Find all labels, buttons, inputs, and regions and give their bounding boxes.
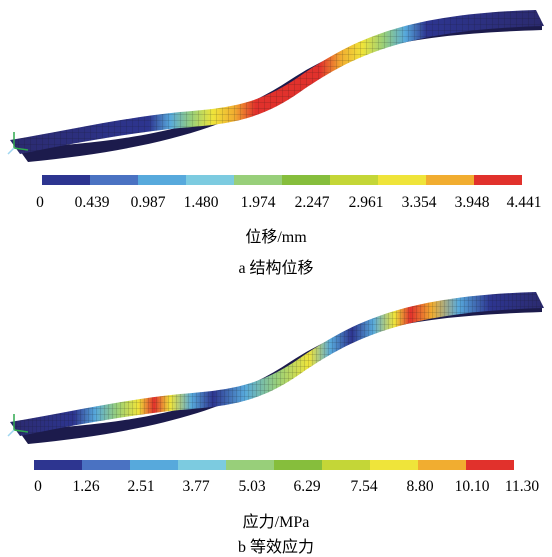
tick-label: 3.948: [454, 194, 490, 211]
panel-displacement: 0 0.439 0.987 1.480 1.974 2.247 2.961 3.…: [0, 10, 552, 277]
scale-swatch: [274, 460, 322, 470]
tick-label: 2.247: [294, 194, 330, 211]
scale-swatch: [82, 460, 130, 470]
tick-label: 6.29: [293, 478, 321, 495]
tick-label: 8.80: [406, 478, 434, 495]
tick-label: 3.354: [401, 194, 437, 211]
scale-swatch: [178, 460, 226, 470]
tick-label: 11.30: [504, 478, 540, 495]
scale-swatch: [370, 460, 418, 470]
panel-stress: 0 1.26 2.51 3.77 5.03 6.29 7.54 8.80 10.…: [0, 282, 552, 556]
scale-swatch: [42, 175, 90, 185]
tick-label: 1.480: [183, 194, 219, 211]
tick-label: 0.439: [74, 194, 110, 211]
stress-tick-labels: 0 1.26 2.51 3.77 5.03 6.29 7.54 8.80 10.…: [0, 478, 552, 498]
stress-color-scale: [34, 460, 514, 470]
stress-contour-model: [7, 292, 544, 444]
tick-label: 0.987: [130, 194, 166, 211]
tick-label: 0: [34, 478, 42, 495]
tick-label: 2.51: [127, 478, 155, 495]
tick-label: 0: [36, 194, 44, 211]
tick-label: 2.961: [348, 194, 384, 211]
tick-label: 4.441: [506, 194, 542, 211]
displacement-tick-labels: 0 0.439 0.987 1.480 1.974 2.247 2.961 3.…: [0, 194, 552, 214]
scale-swatch: [90, 175, 138, 185]
displacement-unit-label: 位移/mm: [245, 229, 307, 246]
scale-swatch: [282, 175, 330, 185]
scale-swatch: [418, 460, 466, 470]
scale-swatch: [138, 175, 186, 185]
scale-swatch: [226, 460, 274, 470]
scale-swatch: [426, 175, 474, 185]
tick-label: 1.974: [240, 194, 276, 211]
tick-label: 7.54: [350, 478, 378, 495]
scale-swatch: [234, 175, 282, 185]
caption-b: b 等效应力: [237, 539, 314, 556]
tick-label: 1.26: [72, 478, 100, 495]
displacement-color-scale: [42, 175, 522, 185]
displacement-contour-model: [7, 10, 544, 162]
caption-a: a 结构位移: [238, 260, 314, 277]
scale-swatch: [474, 175, 522, 185]
tick-label: 3.77: [182, 478, 210, 495]
scale-swatch: [34, 460, 82, 470]
axis-triad-icon: [7, 414, 29, 437]
stress-unit-label: 应力/MPa: [242, 514, 310, 531]
tick-label: 5.03: [238, 478, 266, 495]
scale-swatch: [130, 460, 178, 470]
scale-swatch: [466, 460, 514, 470]
tick-label: 10.10: [454, 478, 490, 495]
scale-swatch: [330, 175, 378, 185]
axis-triad-icon: [7, 132, 29, 155]
scale-swatch: [186, 175, 234, 185]
scale-swatch: [322, 460, 370, 470]
scale-swatch: [378, 175, 426, 185]
